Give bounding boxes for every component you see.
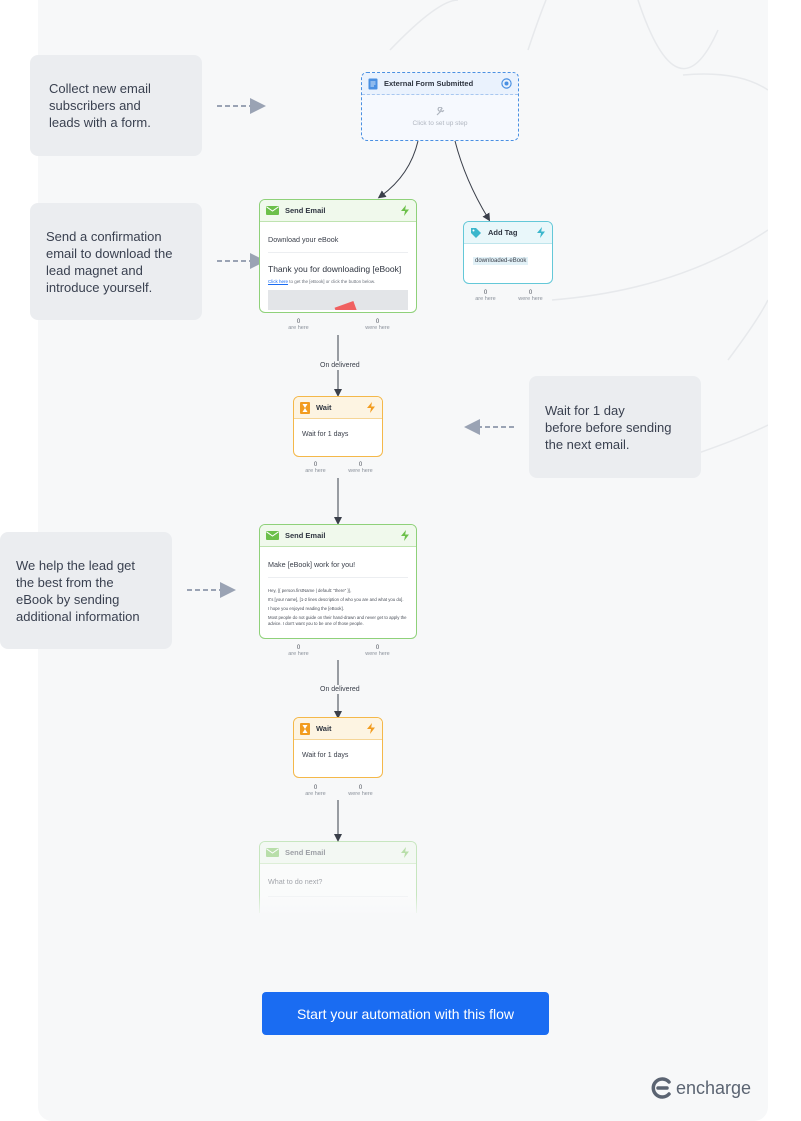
lightning-icon (367, 723, 375, 734)
envelope-icon (266, 531, 279, 540)
envelope-icon (266, 206, 279, 215)
email-subject: Download your eBook (268, 235, 339, 244)
hourglass-icon (300, 722, 310, 735)
setup-hint: Click to set up step (412, 120, 468, 127)
callout-collect-subscribers: Collect new email subscribers and leads … (30, 55, 202, 156)
step-header: Send Email (260, 200, 416, 222)
lightning-icon (401, 205, 409, 216)
step-title: Send Email (285, 206, 326, 215)
step-title: Send Email (285, 531, 326, 540)
step-title: Wait (316, 724, 332, 733)
email-subject: Make [eBook] work for you! (268, 560, 356, 569)
encharge-logo-icon (651, 1077, 671, 1099)
lightning-icon (401, 530, 409, 541)
step-setup-area[interactable]: Click to set up step (362, 95, 518, 139)
target-icon (501, 78, 512, 89)
step-header: Wait (294, 718, 382, 740)
edge-trigger-to-tag (454, 140, 491, 222)
callout-confirmation-email: Send a confirmation email to download th… (30, 203, 202, 320)
encharge-logo-text: encharge (676, 1077, 752, 1098)
email-subject: What to do next? (268, 877, 323, 886)
step-send-email-2[interactable]: Send Email Make [eBook] work for you! He… (259, 524, 417, 639)
step-title: Wait (316, 403, 332, 412)
email-preview-image (268, 290, 408, 310)
email-preview: Hey, {{ person.firstName | default: "the… (268, 577, 408, 627)
lightning-icon (401, 847, 409, 858)
step-send-email-1[interactable]: Send Email Download your eBook Thank you… (259, 199, 417, 313)
step-title: Send Email (285, 848, 326, 857)
lightning-icon (367, 402, 375, 413)
image-red-shape (334, 300, 358, 310)
step-header: Send Email (260, 842, 416, 864)
email-preview-heading: Thank you for downloading [eBook] (268, 264, 402, 274)
callout-additional-info: We help the lead get the best from the e… (0, 532, 172, 649)
fade-overlay (255, 895, 421, 917)
start-automation-button[interactable]: Start your automation with this flow (262, 992, 549, 1035)
hourglass-icon (300, 401, 310, 414)
edge-trigger-to-email1 (377, 140, 419, 199)
encharge-logo[interactable]: encharge (650, 1076, 751, 1100)
form-document-icon (368, 78, 378, 89)
wait-duration: Wait for 1 days (302, 752, 349, 759)
step-title: Add Tag (488, 228, 518, 237)
step-title: External Form Submitted (384, 79, 474, 88)
step-header: External Form Submitted (362, 73, 518, 95)
email-preview-link: Click here (268, 279, 289, 284)
email-preview: Thank you for downloading [eBook] Click … (268, 252, 408, 310)
tag-icon (471, 227, 481, 238)
step-add-tag[interactable]: Add Tag downloaded-eBook (463, 221, 553, 284)
edge-label-on-delivered-1: On delivered (318, 361, 362, 370)
step-header: Add Tag (464, 222, 552, 244)
wrench-icon (436, 107, 445, 116)
tag-chip: downloaded-eBook (473, 257, 529, 265)
callout-wait-one-day: Wait for 1 day before before sending the… (529, 376, 701, 478)
step-wait-2[interactable]: Wait Wait for 1 days (293, 717, 383, 778)
step-header: Send Email (260, 525, 416, 547)
edge-label-on-delivered-2: On delivered (318, 685, 362, 694)
email-preview-body: Click here to get the [eBook] or click t… (268, 279, 376, 284)
background-decoration (389, 0, 768, 461)
step-header: Wait (294, 397, 382, 419)
lightning-icon (537, 227, 545, 238)
step-wait-1[interactable]: Wait Wait for 1 days (293, 396, 383, 457)
wait-duration: Wait for 1 days (302, 431, 349, 438)
envelope-icon (266, 848, 279, 857)
step-external-form-submitted[interactable]: External Form Submitted Click to set up … (361, 72, 519, 141)
